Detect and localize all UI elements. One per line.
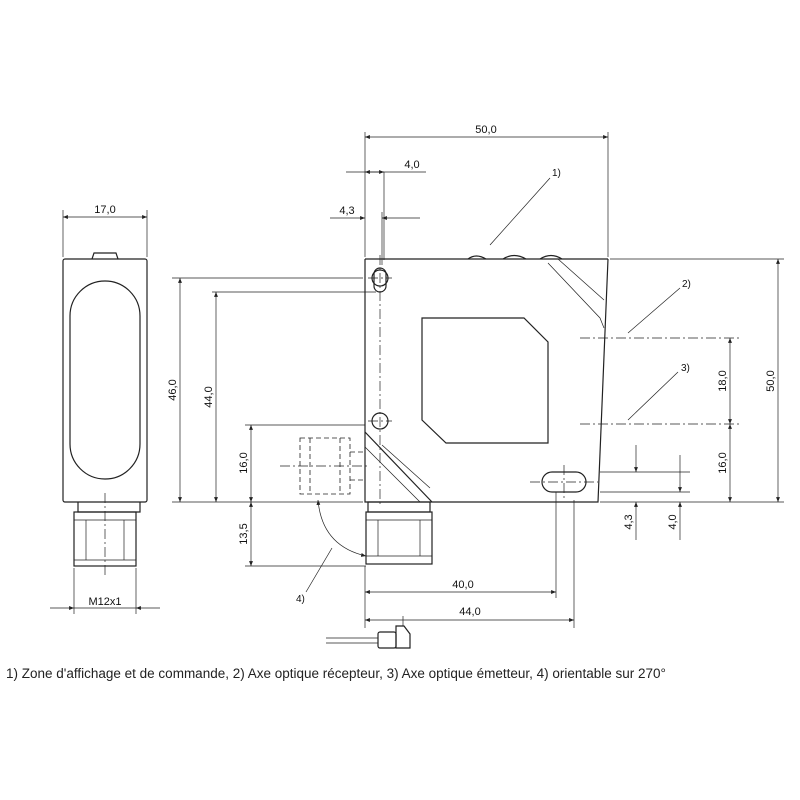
dim-axis-spacing: 18,0 [717, 370, 729, 391]
dim-height-right: 50,0 [765, 370, 777, 391]
dim-bottom-40: 40,0 [452, 579, 473, 591]
callout-labels: 1) 2) 3) 4) [296, 168, 691, 605]
dim-height-outer: 46,0 [167, 379, 179, 400]
cable-sketch [326, 616, 411, 649]
dim-slot-bottom-b: 4,0 [667, 514, 679, 529]
callout-2: 2) [682, 279, 691, 290]
dim-height-inner: 44,0 [203, 386, 215, 407]
callout-4: 4) [296, 594, 305, 605]
dim-connector-drop: 13,5 [238, 523, 250, 544]
dim-thread: M12x1 [88, 596, 121, 608]
dimension-labels: 50,0 4,0 4,3 17,0 46,0 44,0 16,0 13,5 50… [88, 124, 777, 618]
dim-side-width: 17,0 [94, 204, 115, 216]
dim-hole-offset: 4,3 [339, 205, 354, 217]
callout-1: 1) [552, 168, 561, 179]
callout-3: 3) [681, 363, 690, 374]
legend-caption: 1) Zone d'affichage et de commande, 2) A… [6, 666, 666, 681]
side-view [50, 210, 160, 614]
dim-bottom-44: 44,0 [459, 606, 480, 618]
dim-slot-bottom-a: 4,3 [623, 514, 635, 529]
front-view [280, 254, 740, 565]
dim-slot-offset: 4,0 [404, 159, 419, 171]
dimension-lines [172, 132, 784, 628]
dim-connector-height: 16,0 [238, 452, 250, 473]
dim-axis-base: 16,0 [717, 452, 729, 473]
dim-width-total: 50,0 [475, 124, 496, 136]
